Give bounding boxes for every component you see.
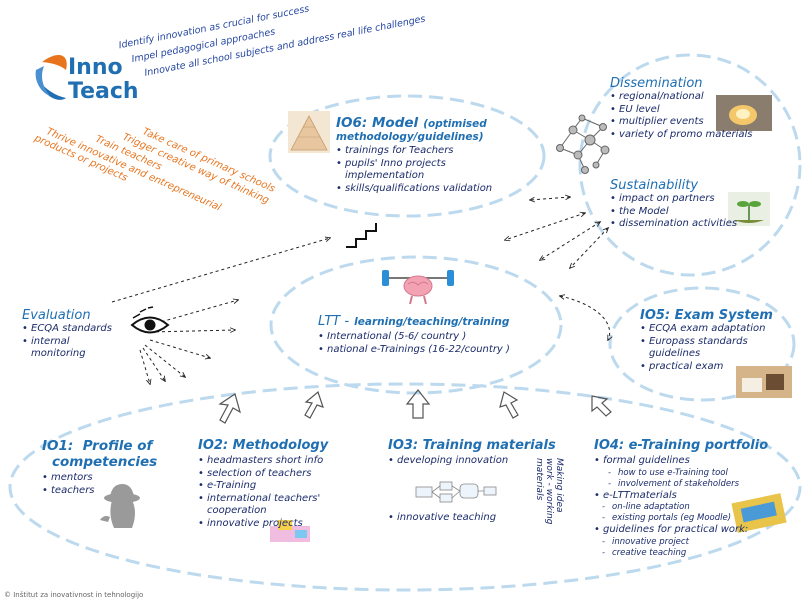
ltt-section: LTT - learning/teaching/training Interna… <box>318 310 510 356</box>
io4-item: guidelines for practical work: <box>594 524 768 537</box>
io5-item-cont: guidelines <box>649 348 701 359</box>
io2-item: international teachers' <box>198 493 328 506</box>
dissemination-item: multiplier events <box>610 116 753 129</box>
pyramid-image <box>288 111 330 153</box>
bottom-ellipse <box>8 382 802 592</box>
io6-section: IO6: Model (optimised methodology/guidel… <box>336 112 492 195</box>
dissemination-ellipse <box>578 53 802 277</box>
io4-subitem: involvement of stakeholders <box>594 479 768 490</box>
io3-item: innovative teaching <box>388 512 556 525</box>
eye-icon <box>130 306 170 334</box>
io6-ellipse <box>268 94 546 218</box>
io5-item: Europass standards <box>640 336 773 349</box>
sustainability-title: Sustainability <box>610 178 699 193</box>
logo: Inno Teach <box>68 56 139 104</box>
io6-item: trainings for Teachers <box>336 145 492 158</box>
io3-side-note-line: Making idea <box>554 458 564 513</box>
io2-item: innovative projects <box>198 518 328 531</box>
dissemination-item: regional/national <box>610 91 753 104</box>
io6-item: pupils' Inno projects <box>336 158 492 171</box>
io4-item: formal guidelines <box>594 455 768 468</box>
io3-side-note-line: work - working <box>544 458 554 525</box>
network-icon <box>556 114 610 174</box>
dissemination-item: variety of promo materials <box>610 129 753 142</box>
evaluation-item: internal <box>22 336 112 349</box>
evaluation-section: Evaluation ECQA standards internal monit… <box>22 308 112 361</box>
ltt-title: LTT - <box>318 314 350 329</box>
sustainability-item: impact on partners <box>610 193 737 206</box>
innoteach-logo-icon <box>35 55 67 100</box>
brain-weightlifter-icon <box>382 270 454 305</box>
io5-title: IO5: Exam System <box>640 308 773 323</box>
io6-item: skills/qualifications validation <box>336 183 492 196</box>
process-flow-icon <box>415 481 497 503</box>
logo-line2: Teach <box>68 79 139 104</box>
io5-section: IO5: Exam System ECQA exam adaptation Eu… <box>640 308 773 373</box>
io5-ellipse <box>608 286 796 402</box>
io6-title: IO6: Model <box>336 115 419 131</box>
io2-item: selection of teachers <box>198 468 328 481</box>
evaluation-item-cont: monitoring <box>31 348 86 359</box>
io4-subitem: how to use e-Training tool <box>594 468 768 479</box>
io1-section: IO1: Profile of competencies mentors tea… <box>42 438 157 497</box>
io4-subitem: existing portals (eg Moodle) <box>588 513 768 524</box>
logo-line1: Inno <box>68 55 123 80</box>
io3-title: IO3: Training materials <box>388 438 556 453</box>
io4-subitem: innovative project <box>588 537 768 548</box>
io1-item: mentors <box>42 472 157 485</box>
evaluation-item: ECQA standards <box>22 323 112 336</box>
sustainability-item: the Model <box>610 206 737 219</box>
ltt-title-rest: learning/teaching/training <box>354 316 510 328</box>
io2-section: IO2: Methodology headmasters short info … <box>198 438 328 530</box>
io2-title: IO2: Methodology <box>198 438 329 453</box>
io6-title-line2: methodology/guidelines) <box>336 131 484 143</box>
io3-item: developing innovation <box>388 455 556 468</box>
io2-item: headmasters short info <box>198 455 328 468</box>
copyright-footer: © Inštitut za inovativnost in tehnologij… <box>4 591 144 599</box>
io5-item: practical exam <box>640 361 773 374</box>
dissemination-section: Dissemination regional/national EU level… <box>610 76 753 141</box>
sustainability-section: Sustainability impact on partners the Mo… <box>610 178 737 231</box>
up-arrow-icon <box>499 391 519 419</box>
io6-item-cont: implementation <box>345 170 425 181</box>
io3-side-note: Making idea work - working materials <box>530 458 564 558</box>
io2-item-cont: cooperation <box>207 505 267 516</box>
up-arrow-icon <box>304 390 324 419</box>
evaluation-title: Evaluation <box>22 308 91 323</box>
ltt-item: national e-Trainings (16-22/country ) <box>318 344 510 357</box>
io2-item: e-Training <box>198 480 328 493</box>
stairs-icon <box>346 223 377 248</box>
io3-section: IO3: Training materials developing innov… <box>388 438 556 524</box>
dissemination-item: EU level <box>610 104 753 117</box>
io4-item: e-LTTmaterials <box>594 490 768 503</box>
up-arrow-icon <box>405 389 431 419</box>
io1-title-line2: competencies <box>52 454 158 470</box>
io5-item: ECQA exam adaptation <box>640 323 773 336</box>
sustainability-item: dissemination activities <box>610 218 737 231</box>
ltt-item: International (5-6/ country ) <box>318 331 510 344</box>
up-arrow-icon <box>591 395 612 417</box>
io4-subitem: creative teaching <box>588 548 768 559</box>
io3-side-note-line: materials <box>534 458 544 501</box>
io4-title: IO4: e-Training portfolio <box>594 438 769 453</box>
io6-title-rest: (optimised <box>423 118 487 130</box>
io4-subitem: on-line adaptation <box>588 502 768 513</box>
up-arrow-icon <box>218 393 241 424</box>
io1-title: IO1: Profile of <box>42 438 153 454</box>
io4-section: IO4: e-Training portfolio formal guideli… <box>594 438 768 559</box>
io1-item: teachers <box>42 485 157 498</box>
dissemination-title: Dissemination <box>610 76 703 91</box>
